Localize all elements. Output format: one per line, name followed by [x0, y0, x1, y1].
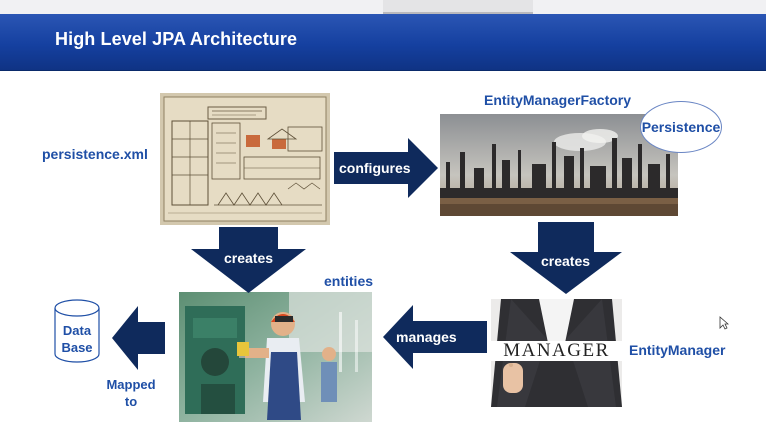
factory-image: [440, 114, 678, 216]
manager-sign-text: MANAGER: [503, 340, 610, 361]
entity-manager-label: EntityManager: [629, 342, 726, 358]
configures-arrow-label: configures: [339, 160, 411, 176]
database-label-line1: Data: [62, 323, 92, 338]
down-arrow-shape: [191, 227, 306, 293]
down-arrow-shape: [510, 222, 622, 294]
database-label-line2: Base: [61, 340, 93, 355]
entities-image: [179, 292, 372, 422]
window-drag-handle[interactable]: [383, 0, 533, 14]
refinery-photo: [440, 114, 678, 216]
mapped-to-arrow: [112, 306, 165, 370]
manages-arrow: manages: [383, 305, 487, 369]
left-arrow-shape: [383, 305, 487, 369]
persistence-label: Persistence: [641, 119, 721, 135]
manager-image: MANAGER: [491, 299, 622, 407]
entities-label: entities: [324, 273, 374, 289]
right-arrow-shape: [334, 138, 438, 198]
entity-manager-factory-label: EntityManagerFactory: [484, 92, 632, 108]
configures-arrow: configures: [334, 138, 438, 198]
slide-title-bar: High Level JPA Architecture: [0, 14, 766, 71]
left-arrow-shape: [112, 306, 165, 370]
blueprint-drawing: [160, 93, 330, 225]
machinist-photo: [179, 292, 372, 422]
mapped-to-line1: Mapped: [106, 377, 156, 392]
creates-arrow-right: creates: [510, 222, 622, 294]
creates-arrow-right-label: creates: [541, 253, 591, 269]
database-label: Data Base: [53, 322, 101, 356]
database-icon: [54, 299, 100, 363]
manager-photo: [491, 299, 622, 407]
slide-title: High Level JPA Architecture: [55, 29, 298, 49]
persistence-xml-label: persistence.xml: [42, 146, 148, 162]
mapped-to-label: Mapped to: [104, 376, 158, 410]
persistence-ellipse: Persistence: [640, 101, 722, 153]
creates-arrow-left-label: creates: [224, 250, 274, 266]
blueprint-image: [160, 93, 330, 225]
mouse-cursor-icon: [719, 316, 729, 330]
mapped-to-line2: to: [124, 394, 138, 409]
manages-arrow-label: manages: [396, 329, 457, 345]
creates-arrow-left: creates: [191, 227, 306, 293]
